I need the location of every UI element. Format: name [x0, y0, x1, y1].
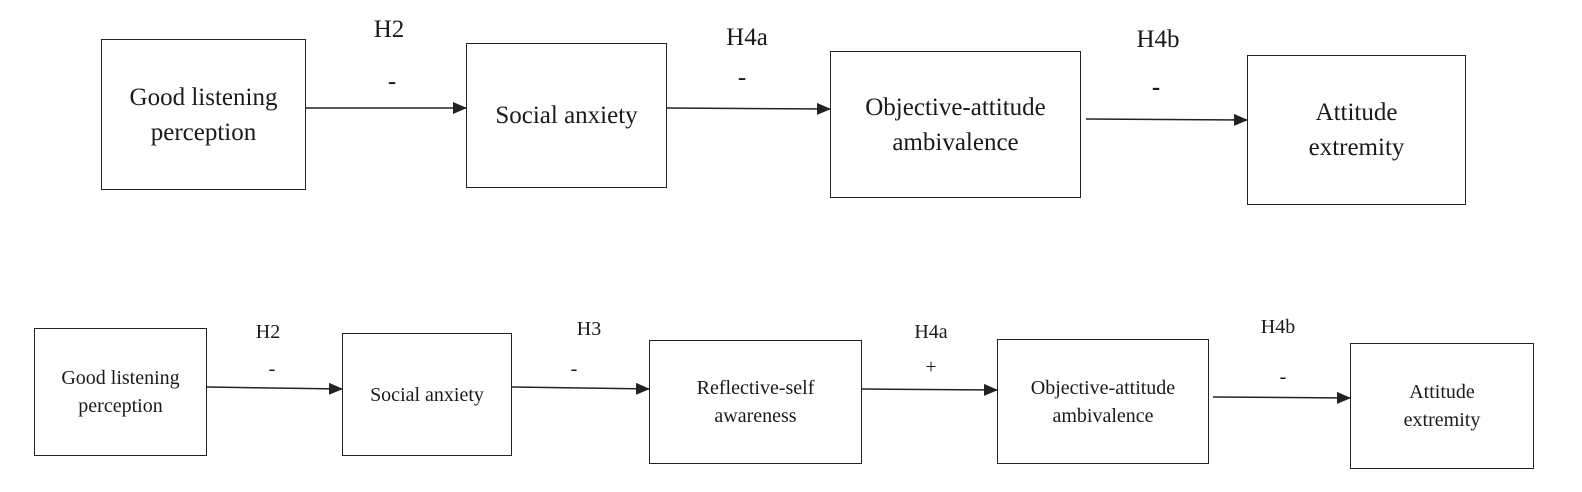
- hypothesis-label: H4a: [726, 24, 768, 51]
- node-label: Objective-attitude ambivalence: [1030, 376, 1176, 427]
- hypothesis-label: H4a: [914, 321, 948, 343]
- arrow-top-3: [1085, 113, 1248, 126]
- arrow-bottom-2: [511, 382, 650, 395]
- node-social-anxiety: Social anxiety: [342, 333, 512, 456]
- hypothesis-label: H3: [576, 318, 602, 340]
- node-attitude-extremity: Attitude extremity: [1247, 55, 1466, 205]
- sign-label: -: [1151, 74, 1161, 101]
- arrow-bottom-3: [861, 383, 998, 396]
- sign-label: -: [1279, 366, 1287, 388]
- node-objective-attitude-ambivalence: Objective-attitude ambivalence: [997, 339, 1209, 464]
- node-label: Attitude extremity: [1308, 99, 1405, 161]
- node-label: Social anxiety: [370, 383, 484, 406]
- hypothesis-label: H4b: [1136, 26, 1180, 53]
- node-label: Good listening perception: [61, 367, 180, 417]
- node-label: Reflective-self awareness: [696, 377, 815, 427]
- arrow-bottom-4: [1212, 391, 1351, 404]
- node-label: Attitude extremity: [1403, 381, 1481, 431]
- sign-label: -: [737, 64, 747, 91]
- node-reflective-self-awareness: Reflective-self awareness: [649, 340, 862, 464]
- node-label: Social anxiety: [495, 102, 638, 129]
- sign-label: -: [387, 68, 397, 95]
- arrow-top-2: [666, 102, 831, 115]
- sign-label: -: [570, 358, 578, 380]
- node-attitude-extremity: Attitude extremity: [1350, 343, 1534, 469]
- node-objective-attitude-ambivalence: Objective-attitude ambivalence: [830, 51, 1081, 198]
- node-label: Objective-attitude ambivalence: [865, 93, 1046, 156]
- node-label: Good listening perception: [129, 83, 278, 146]
- node-social-anxiety: Social anxiety: [466, 43, 667, 188]
- node-good-listening-perception: Good listening perception: [34, 328, 207, 456]
- sign-label: -: [268, 358, 276, 380]
- hypothesis-label: H2: [373, 16, 405, 43]
- arrow-bottom-1: [206, 382, 343, 395]
- node-good-listening-perception: Good listening perception: [101, 39, 306, 190]
- hypothesis-label: H4b: [1260, 316, 1296, 338]
- hypothesis-label: H2: [255, 321, 281, 343]
- sign-label: +: [925, 356, 937, 378]
